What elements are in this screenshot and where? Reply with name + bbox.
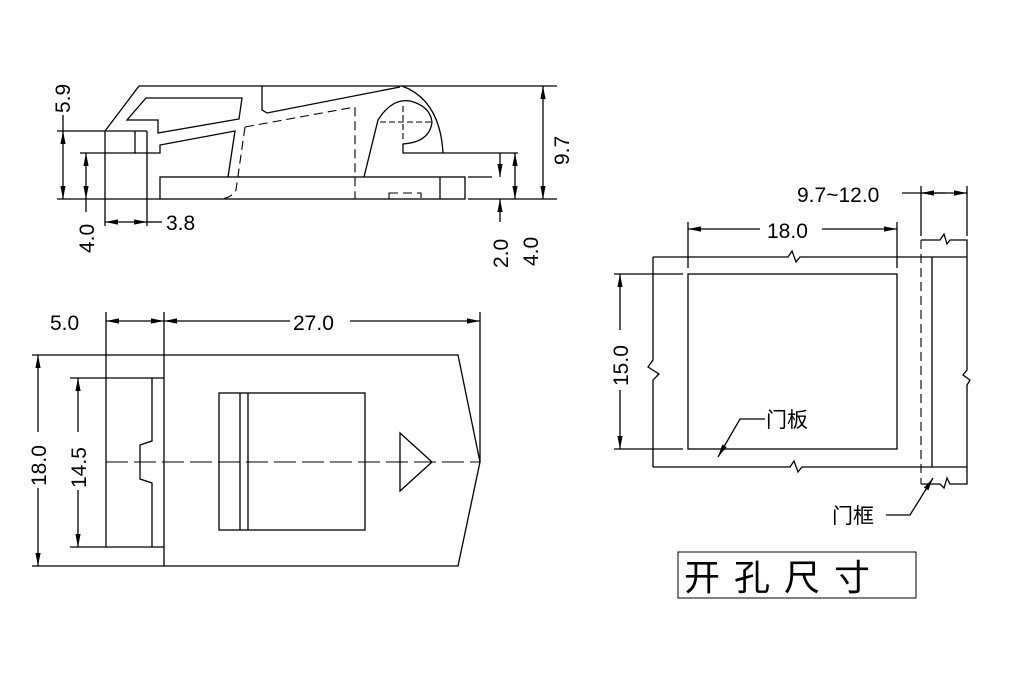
top-rib: [261, 86, 401, 114]
dim-label: 2.0: [490, 239, 513, 268]
top-view: 5.0 27.0 18.0 14.5: [26, 310, 481, 567]
body-outline: [57, 85, 402, 178]
door-panel-label: 门板: [766, 408, 808, 432]
door-panel-outline: [647, 249, 967, 474]
leader-line: [717, 418, 765, 458]
dim-label: 3.8: [166, 212, 195, 235]
base-plate: [159, 176, 466, 200]
dim-label: 9.7~12.0: [797, 184, 879, 207]
leader-line: [886, 477, 934, 516]
hidden-line: [219, 106, 356, 200]
title: 开孔尺寸: [684, 558, 884, 599]
hidden-slot: [388, 192, 422, 200]
side-view: 5.9 4.0 3.8 9.7 2.0 4.0: [52, 84, 574, 268]
cutout-view: 18.0 15.0 9.7~12.0 门板 门框 开孔尺寸: [608, 184, 971, 599]
hollow-cavity: [125, 97, 243, 134]
arrow-triangle-icon: [399, 431, 433, 493]
dim-label: 18.0: [767, 220, 808, 243]
dim-label: 5.0: [50, 312, 79, 335]
dim-label: 27.0: [293, 312, 334, 335]
cutout-rect: [687, 273, 898, 450]
dim-label: 4.0: [76, 224, 99, 253]
dim-label: 4.0: [520, 237, 543, 266]
hook: [363, 85, 444, 178]
door-frame: [921, 232, 971, 490]
left-piece: [105, 377, 164, 548]
door-frame-label: 门框: [832, 504, 874, 528]
main-body: [163, 354, 481, 567]
center-mark: [380, 106, 432, 140]
title-box: [677, 551, 917, 599]
dim-label: 5.9: [52, 84, 75, 113]
dim-label: 18.0: [28, 445, 51, 486]
dim-label: 15.0: [610, 345, 633, 386]
dim-label: 9.7: [551, 136, 574, 165]
dim-label: 14.5: [68, 447, 91, 488]
